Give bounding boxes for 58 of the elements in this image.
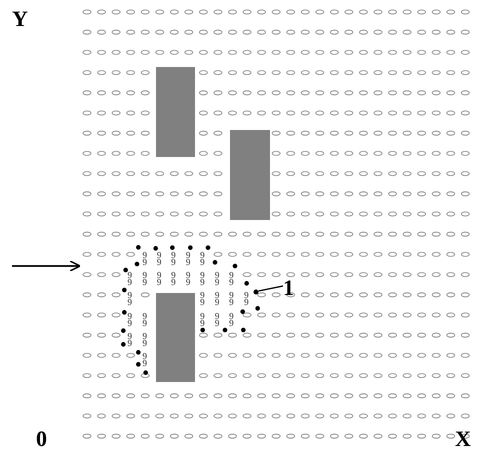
digit-label: 9 [142,359,147,368]
digit-label: 9 [200,258,205,266]
dot-marker [254,290,258,294]
axis-label: X [455,428,471,450]
digit-label: 9 [142,332,147,342]
digit-label: 9 [156,278,162,286]
digit-label: 9 [171,250,176,260]
digit-label: 9 [142,250,147,260]
digit-label: 9 [200,278,205,286]
digit-label: 9 [156,258,162,266]
digit-label: 9 [229,278,234,286]
digit-label: 9 [186,250,190,260]
digit-label: 9 [142,312,147,320]
digit-label: 9 [214,278,220,286]
digit-label: 9 [171,278,176,286]
digit-label: 9 [156,250,162,260]
digit-label: 9 [171,270,176,280]
digit-label: 9 [128,312,132,320]
digit-label: 9 [156,270,162,280]
digit-label: 9 [200,318,205,328]
digit-label: 9 [244,298,249,306]
digit-label: 9 [128,332,132,342]
digit-label: 9 [214,298,220,306]
digit-label: 9 [142,318,147,328]
digit-label: 9 [128,298,132,306]
digit-label: 9 [171,258,176,266]
digit-label: 9 [229,298,234,306]
digit-label: 9 [214,318,220,328]
digit-label: 9 [200,250,205,260]
digit-label: 9 [200,312,205,320]
leader-line [258,285,284,292]
digit-label: 9 [229,312,234,320]
digit-label: 9 [229,318,234,328]
digit-label: 9 [128,270,132,280]
digit-label: 9 [142,339,147,348]
digit-label: 9 [186,258,190,266]
digit-label: 9 [229,270,234,280]
digit-label: 9 [186,270,190,280]
digit-label: 9 [229,290,234,300]
digit-label: 9 [142,270,147,280]
origin-label: 0 [36,428,47,450]
digit-label: 9 [186,278,190,286]
digit-label: 9 [128,339,132,348]
digit-label: 9 [128,278,132,286]
digit-label: 9 [128,290,132,300]
digit-label: 9 [214,312,220,320]
digit-label: 9 [142,352,147,362]
digit-label: 9 [142,258,147,266]
callout-number: 1 [283,277,294,299]
axis-label: Y [12,8,28,30]
digit-label: 9 [200,270,205,280]
digit-label: 9 [200,290,205,300]
digit-label: 9 [128,318,132,328]
digit-label: 9 [142,278,147,286]
digit-label: 9 [200,298,205,306]
digit-label: 9 [214,270,220,280]
digit-label: 9 [214,290,220,300]
digit-label: 9 [244,290,249,300]
